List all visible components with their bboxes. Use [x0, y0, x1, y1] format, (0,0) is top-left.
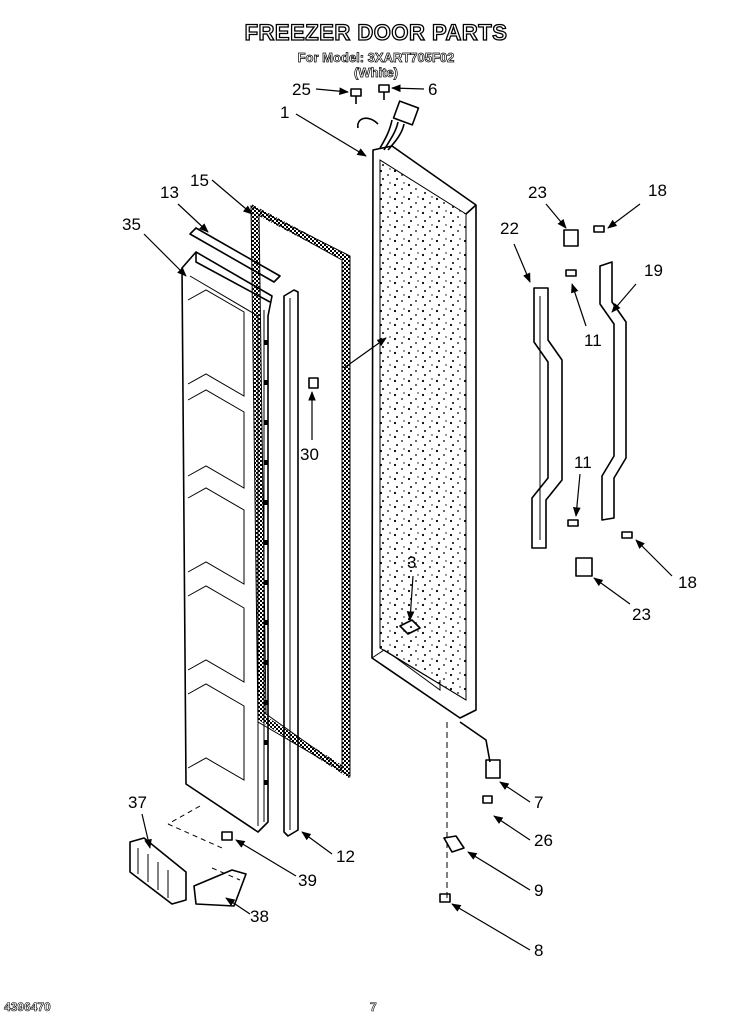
- liner-shelves: [187, 289, 245, 781]
- liner-rivets: [264, 340, 268, 785]
- callout-3: 3: [407, 553, 416, 572]
- clip-30: [308, 377, 319, 389]
- assembly-line-bottom: [167, 805, 241, 881]
- hinge-bracket-9: [443, 835, 465, 853]
- callout-30: 30: [300, 445, 319, 464]
- callout-1: 1: [280, 103, 289, 122]
- end-cap-23-top: [563, 229, 579, 247]
- hinge-pin-7: [459, 721, 501, 779]
- callout-26: 26: [534, 831, 553, 850]
- callout-8: 8: [534, 941, 543, 960]
- bracket-3: [399, 619, 421, 635]
- wire-harness: [357, 100, 420, 151]
- callout-23-bottom: 23: [632, 605, 651, 624]
- callout-13: 13: [160, 183, 179, 202]
- screw-25: [350, 88, 362, 104]
- top-trim-13: [189, 227, 281, 283]
- color-line: (White): [353, 65, 399, 81]
- callout-15: 15: [190, 171, 209, 190]
- callout-39: 39: [298, 871, 317, 890]
- door-gasket: [250, 204, 351, 779]
- page-number: 7: [370, 1000, 377, 1015]
- callout-23-top: 23: [528, 183, 547, 202]
- screw-11-bottom: [567, 519, 579, 527]
- door-liner: [181, 251, 273, 833]
- callout-7: 7: [534, 793, 543, 812]
- callout-25: 25: [292, 80, 311, 99]
- door-panel: [371, 145, 477, 719]
- callout-35: 35: [122, 215, 141, 234]
- callout-12: 12: [336, 847, 355, 866]
- callout-18-bottom: 18: [678, 573, 697, 592]
- callout-18-top: 18: [648, 181, 667, 200]
- end-cap-23-bottom: [575, 557, 593, 577]
- screw-6: [378, 84, 390, 100]
- callout-6: 6: [428, 80, 437, 99]
- screw-8: [439, 893, 451, 903]
- screw-18-bottom: [621, 531, 633, 539]
- page-title: FREEZER DOOR PARTS: [244, 19, 508, 45]
- screw-26: [482, 795, 493, 804]
- callout-22: 22: [500, 219, 519, 238]
- screw-39: [221, 831, 233, 841]
- model-info: For Model: 3XART705F02 (White): [0, 50, 752, 81]
- callout-labels: 1 3 6 7 8 9 11 11 12 13 15 18 18 19 22 2…: [122, 80, 697, 960]
- handle-22: [531, 287, 563, 549]
- side-trim-12: [283, 289, 299, 837]
- grille-37: [129, 837, 187, 905]
- leader-arrows: [141, 84, 673, 951]
- callout-37: 37: [128, 793, 147, 812]
- screw-18-top: [593, 225, 605, 233]
- document-number: 4396470: [4, 1000, 51, 1015]
- callout-19: 19: [644, 261, 663, 280]
- model-line: For Model: 3XART705F02: [297, 50, 455, 66]
- callout-9: 9: [534, 881, 543, 900]
- cover-38: [193, 869, 247, 907]
- callout-11-bottom: 11: [574, 453, 592, 472]
- screw-11-top: [565, 269, 577, 277]
- callout-11-top: 11: [584, 331, 602, 350]
- handle-cover-19: [599, 261, 627, 521]
- callout-38: 38: [250, 907, 269, 926]
